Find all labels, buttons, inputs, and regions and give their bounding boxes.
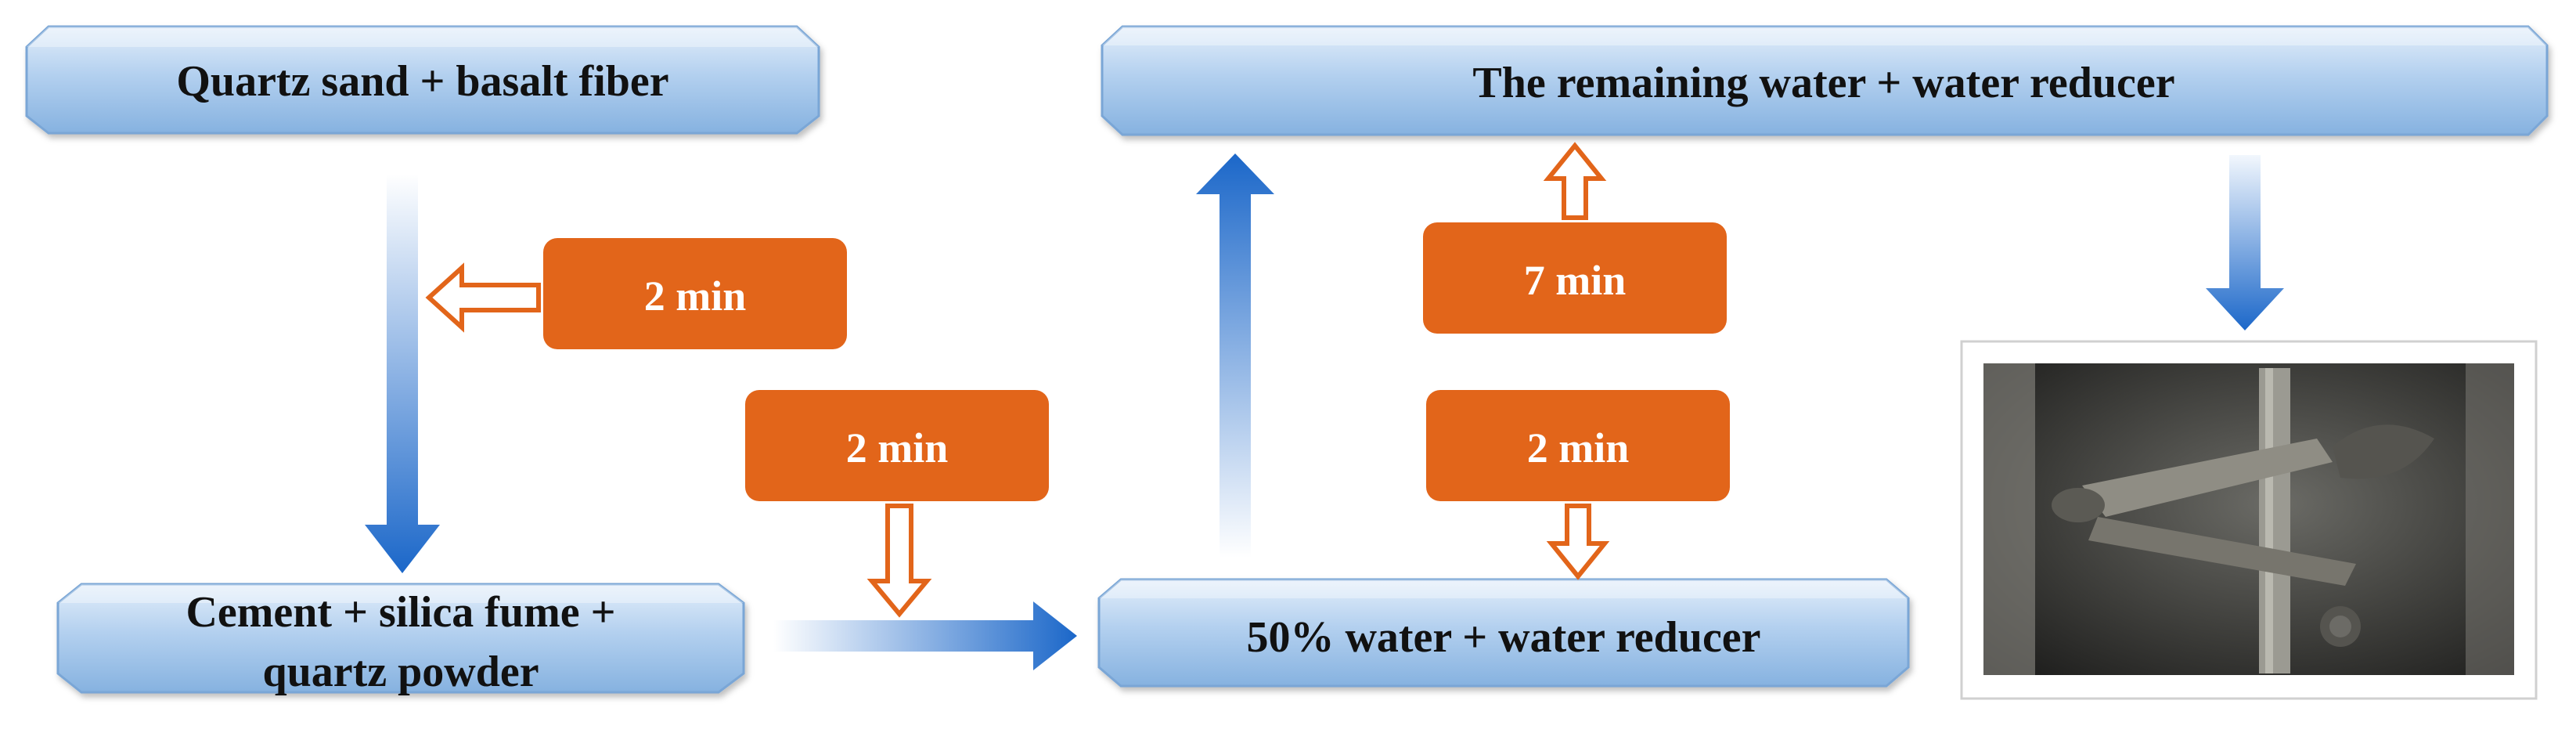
step-box-cement <box>56 583 745 694</box>
timer-box-3 <box>1426 390 1730 501</box>
arrow-down-remaining-to-photo <box>2206 155 2284 330</box>
timer-label-4: 7 min <box>1524 257 1627 304</box>
timer-box-1 <box>543 238 847 349</box>
timer-box-4 <box>1423 222 1727 334</box>
step-label-cement-line1: Cement + silica fume + <box>186 588 615 637</box>
timer-arrow-down-3 <box>1546 504 1610 580</box>
timer-arrow-left <box>425 262 541 333</box>
mixer-photo-icon <box>1960 340 2538 700</box>
arrow-right-cement-to-water <box>773 601 1077 670</box>
arrow-down-quartz-to-cement <box>365 174 440 573</box>
step-label-quartz-sand: Quartz sand + basalt fiber <box>176 57 668 106</box>
timer-arrow-up-4 <box>1543 142 1607 220</box>
timer-label-1: 2 min <box>644 273 747 320</box>
step-label-cement-line2: quartz powder <box>262 648 539 696</box>
step-label-water-50: 50% water + water reducer <box>1246 613 1760 662</box>
step-box-quartz-sand <box>25 25 820 135</box>
arrow-up-water-to-remaining <box>1196 153 1274 558</box>
timer-box-2 <box>745 390 1049 501</box>
timer-arrow-down-2 <box>866 504 932 618</box>
step-box-water-50 <box>1097 578 1910 688</box>
timer-label-3: 2 min <box>1527 424 1630 471</box>
step-box-remaining-water <box>1101 25 2549 136</box>
timer-label-2: 2 min <box>846 424 949 471</box>
step-label-remaining-water: The remaining water + water reducer <box>1472 59 2174 107</box>
